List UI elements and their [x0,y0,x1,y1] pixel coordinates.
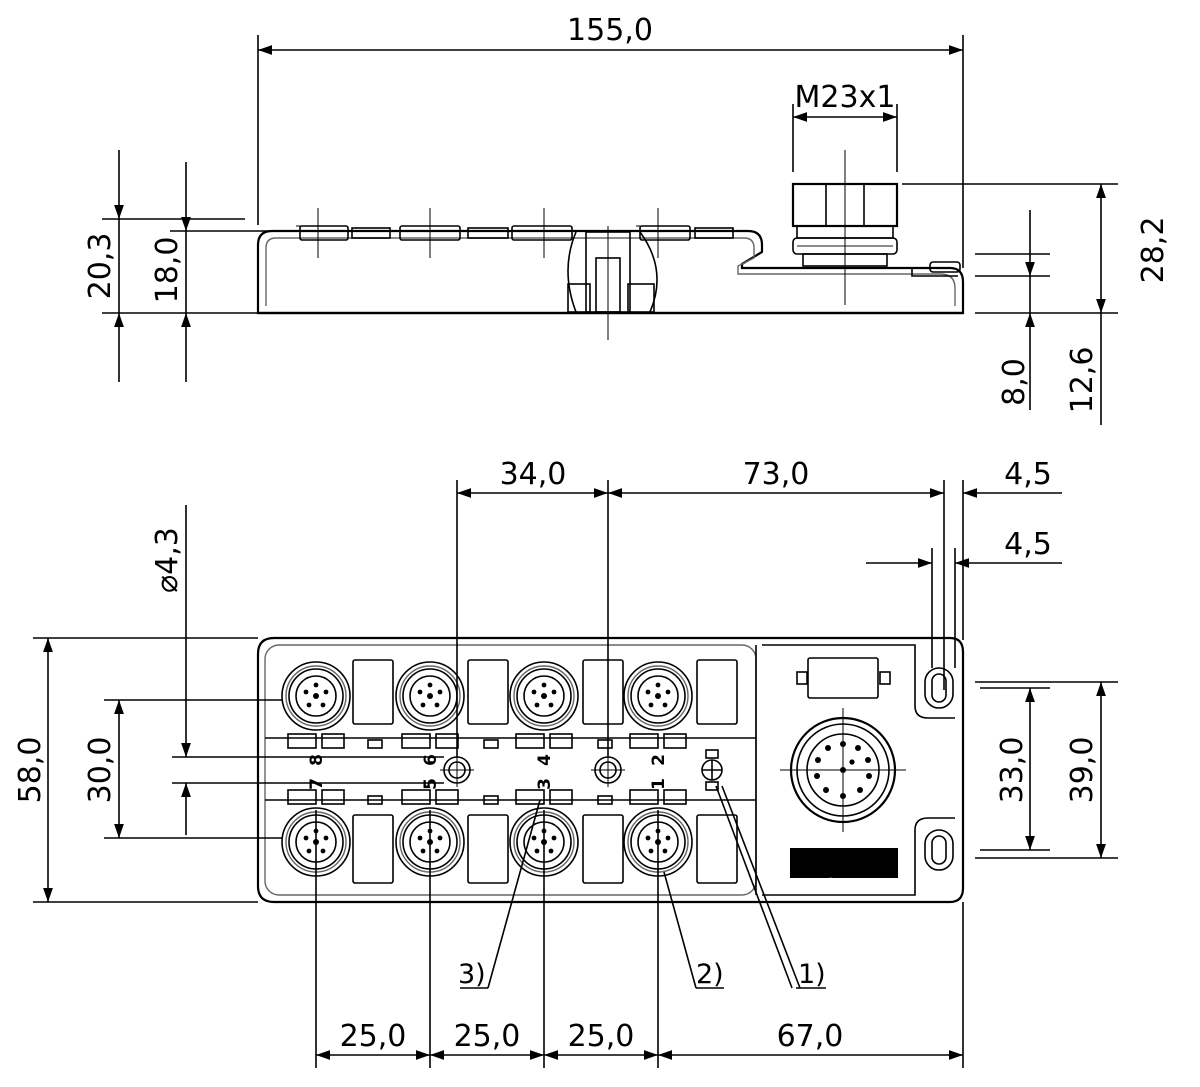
dim-pitch-25-a: 25,0 [340,1019,407,1054]
port-label-1: 1 [649,778,669,790]
port-8 [281,661,351,731]
dim-height-39: 39,0 [1065,737,1100,804]
dim-hole-diameter: ⌀4,3 [150,527,185,593]
ground-icon [701,749,723,791]
port-6 [395,661,465,731]
brand-text: BALLUFF [797,873,891,895]
callout-3: 3) [458,959,486,990]
dim-width-155: 155,0 [567,13,653,48]
port-label-6: 6 [421,754,441,766]
dim-height-58: 58,0 [13,737,48,804]
m23-connector-top [780,708,906,832]
dim-offset-4-5-b: 4,5 [1004,527,1052,562]
mounting-hole-left [440,753,474,787]
callouts: 3) 2) 1) [458,785,826,990]
dim-spacing-73: 73,0 [743,457,810,492]
callout-2: 2) [696,959,724,990]
port-label-7: 7 [307,778,327,790]
port-label-4: 4 [535,754,555,766]
dim-height-12-6: 12,6 [1065,347,1100,414]
port-label-2: 2 [649,754,669,766]
dim-spacing-34: 34,0 [500,457,567,492]
side-view [256,150,965,340]
top-view-body [256,636,965,904]
callout-1: 1) [798,959,826,990]
dim-width-67: 67,0 [777,1019,844,1054]
slot-hole-bottom [924,829,954,871]
dim-offset-4-5-a: 4,5 [1004,457,1052,492]
port-label-5: 5 [421,778,441,790]
side-view-dimensions: 155,0 M23x1 20,3 18,0 28,2 8,0 [83,13,1171,425]
port-4 [509,661,579,731]
mounting-hole-right [591,753,625,787]
m23-connector-side [791,150,899,305]
port-2 [623,661,693,731]
dim-height-30: 30,0 [83,737,118,804]
dim-height-28-2: 28,2 [1136,217,1171,284]
brand-label: BALLUFF [790,848,898,895]
dim-pitch-25-b: 25,0 [454,1019,521,1054]
side-view-body [256,229,965,315]
dim-height-20-3: 20,3 [83,233,118,300]
status-window [807,657,879,699]
dim-pitch-25-c: 25,0 [568,1019,635,1054]
slot-hole-top [924,667,954,709]
port-label-8: 8 [307,754,327,766]
port-label-3: 3 [535,778,555,790]
dim-height-33: 33,0 [995,737,1030,804]
dim-height-18-0: 18,0 [150,237,185,304]
dim-height-8-0: 8,0 [997,358,1032,406]
top-view-dimensions: 34,0 73,0 4,5 4,5 ⌀4,3 58,0 30,0 [13,457,1118,1068]
top-view: 8 6 4 2 7 5 3 1 [256,636,965,904]
dim-thread-m23: M23x1 [795,80,896,115]
